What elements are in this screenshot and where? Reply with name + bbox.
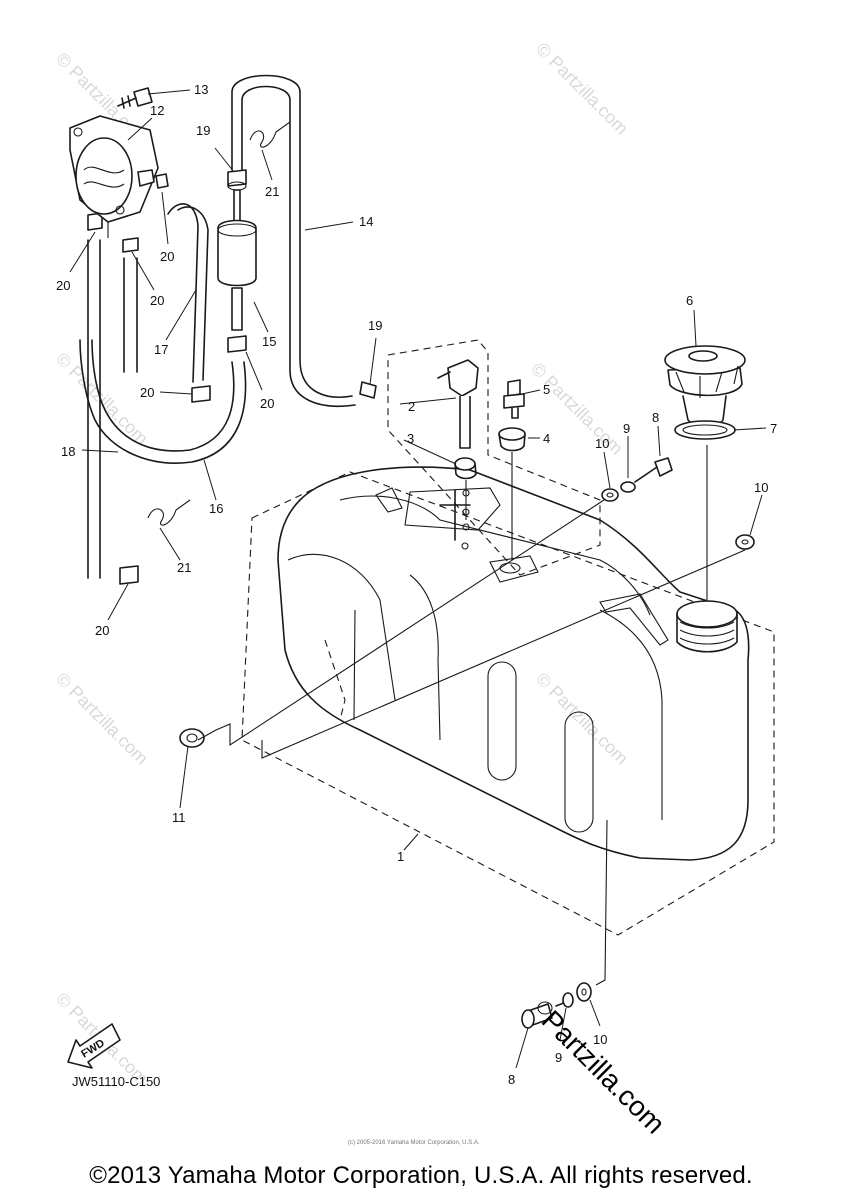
tiny-copyright: (c) 2005-2016 Yamaha Motor Corporation, … [348,1140,480,1146]
callout-20: 20 [95,623,109,638]
callout-20: 20 [160,249,174,264]
fuel-tank [241,466,775,936]
watermark: © Partzilla.com [532,669,632,769]
hardware [179,457,755,1029]
fuel-cap [664,345,746,440]
callout-18: 18 [61,444,75,459]
callout-9-top: 9 [623,421,630,436]
callout-14: 14 [359,214,373,229]
watermark: © Partzilla.com [52,669,152,769]
callout-10-right: 10 [754,480,768,495]
callout-13: 13 [194,82,208,97]
callout-19-top: 19 [196,123,210,138]
callout-20: 20 [56,278,70,293]
callout-20: 20 [260,396,274,411]
copyright-notice: ©2013 Yamaha Motor Corporation, U.S.A. A… [89,1162,753,1189]
callout-15: 15 [262,334,276,349]
callout-7: 7 [770,421,777,436]
callout-16: 16 [209,501,223,516]
callout-10-bottom: 10 [593,1032,607,1047]
watermark: © Partzilla.com [532,39,632,139]
fuel-pickup [437,359,526,560]
callout-11: 11 [172,810,186,825]
callout-9-bottom: 9 [555,1050,562,1065]
callout-5: 5 [543,382,550,397]
callout-17: 17 [154,342,168,357]
callout-2: 2 [408,399,415,414]
diagram-code: JW51110-C150 [72,1074,160,1089]
pickup-group-box [387,339,601,576]
callout-8-bottom: 8 [508,1072,515,1087]
callout-21-top: 21 [265,184,279,199]
callout-8-top: 8 [652,410,659,425]
leader-lines [69,89,767,1069]
callout-21-bottom: 21 [177,560,191,575]
callout-20: 20 [150,293,164,308]
fwd-arrow-icon: FWD [67,1023,121,1069]
callout-3: 3 [407,431,414,446]
fuel-system-upper [69,74,377,585]
callout-10-top: 10 [595,436,609,451]
callout-1: 1 [397,849,404,864]
callout-19-right: 19 [368,318,382,333]
callout-6: 6 [686,293,693,308]
partzilla-watermark: Partzilla.com [536,1004,671,1139]
callout-12: 12 [150,103,164,118]
callout-20: 20 [140,385,154,400]
callout-4: 4 [543,431,550,446]
callouts: 1 2 3 4 5 6 7 8 8 9 9 10 10 10 11 12 13 … [56,82,777,1087]
